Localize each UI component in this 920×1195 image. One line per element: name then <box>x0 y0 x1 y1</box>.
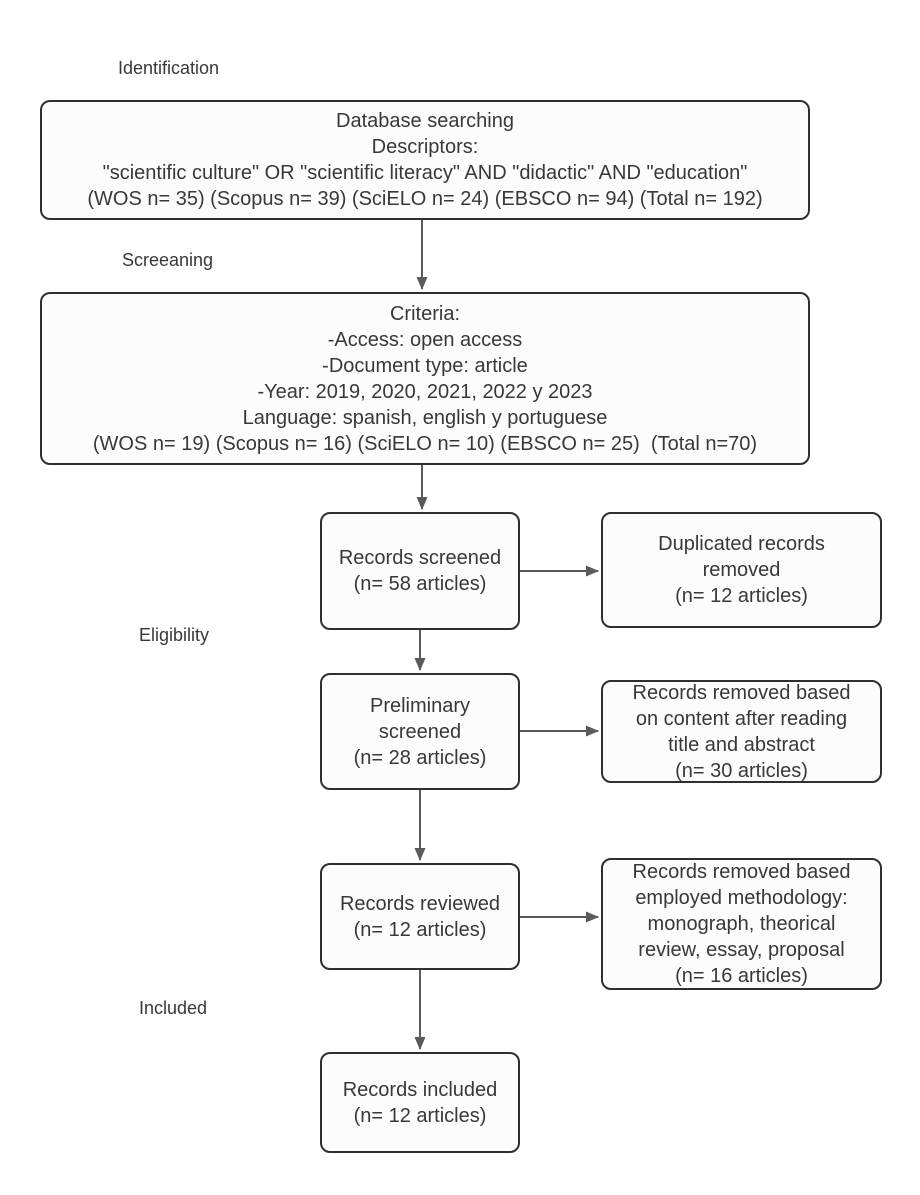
box-text-line: Preliminary <box>369 694 471 717</box>
box-text-line: employed methodology: <box>635 887 848 909</box>
box-text-line: Database searching <box>336 110 514 132</box>
box-text-line: Descriptors: <box>371 136 479 158</box>
box-records-removed-content: Records removed based on content after r… <box>601 680 882 783</box>
box-text-line: Language: spanish, english y portuguese <box>242 406 608 429</box>
box-text-line: removed <box>702 559 781 581</box>
box-text-line: Records removed based <box>632 681 851 704</box>
box-text-line: -Access: open access <box>327 328 523 351</box>
box-text-line: Duplicated records <box>658 533 825 555</box>
box-text-line: (n= 12 articles) <box>675 585 808 607</box>
stage-label-eligibility: Eligibility <box>139 625 210 645</box>
box-text-line: (WOS n= 19) (Scopus n= 16) (SciELO n= 10… <box>92 432 758 455</box>
stage-label-included: Included <box>139 998 208 1018</box>
stage-label-identification: Identification <box>118 58 220 78</box>
box-text-line: review, essay, proposal <box>638 939 845 961</box>
box-text-line: (n= 16 articles) <box>675 965 808 987</box>
stage-label-screeaning: Screeaning <box>122 250 214 270</box>
box-text-line: -Document type: article <box>322 354 528 377</box>
box-text-line: Records included <box>342 1078 498 1101</box>
box-text-line: (n= 12 articles) <box>353 918 487 941</box>
box-text-line: screened <box>378 720 462 743</box>
box-text-line: on content after reading <box>635 707 848 730</box>
box-text-line: Criteria: <box>389 302 460 325</box>
box-text-line: (n= 58 articles) <box>353 573 487 595</box>
box-records-removed-methodology: Records removed based employed methodolo… <box>601 858 882 990</box>
box-records-screened: Records screened (n= 58 articles) <box>320 512 520 630</box>
box-text-line: monograph, theorical <box>647 913 836 935</box>
box-text-line: (n= 30 articles) <box>675 759 808 782</box>
box-text-line: Records removed based <box>632 861 851 883</box>
box-text-line: -Year: 2019, 2020, 2021, 2022 y 2023 <box>257 380 593 403</box>
box-text-line: Records screened <box>338 547 502 569</box>
box-duplicated-records-removed: Duplicated records removed (n= 12 articl… <box>601 512 882 628</box>
box-text-line: title and abstract <box>668 733 815 756</box>
box-text-line: (n= 12 articles) <box>353 1104 487 1127</box>
box-records-included: Records included (n= 12 articles) <box>320 1052 520 1153</box>
box-records-reviewed: Records reviewed (n= 12 articles) <box>320 863 520 970</box>
box-criteria: Criteria: -Access: open access -Document… <box>40 292 810 465</box>
box-text-line: (WOS n= 35) (Scopus n= 39) (SciELO n= 24… <box>87 188 763 210</box>
box-database-searching: Database searching Descriptors: "scienti… <box>40 100 810 220</box>
box-preliminary-screened: Preliminary screened (n= 28 articles) <box>320 673 520 790</box>
box-text-line: Records reviewed <box>339 892 501 915</box>
box-text-line: "scientific culture" OR "scientific lite… <box>102 162 748 184</box>
box-text-line: (n= 28 articles) <box>353 746 487 769</box>
